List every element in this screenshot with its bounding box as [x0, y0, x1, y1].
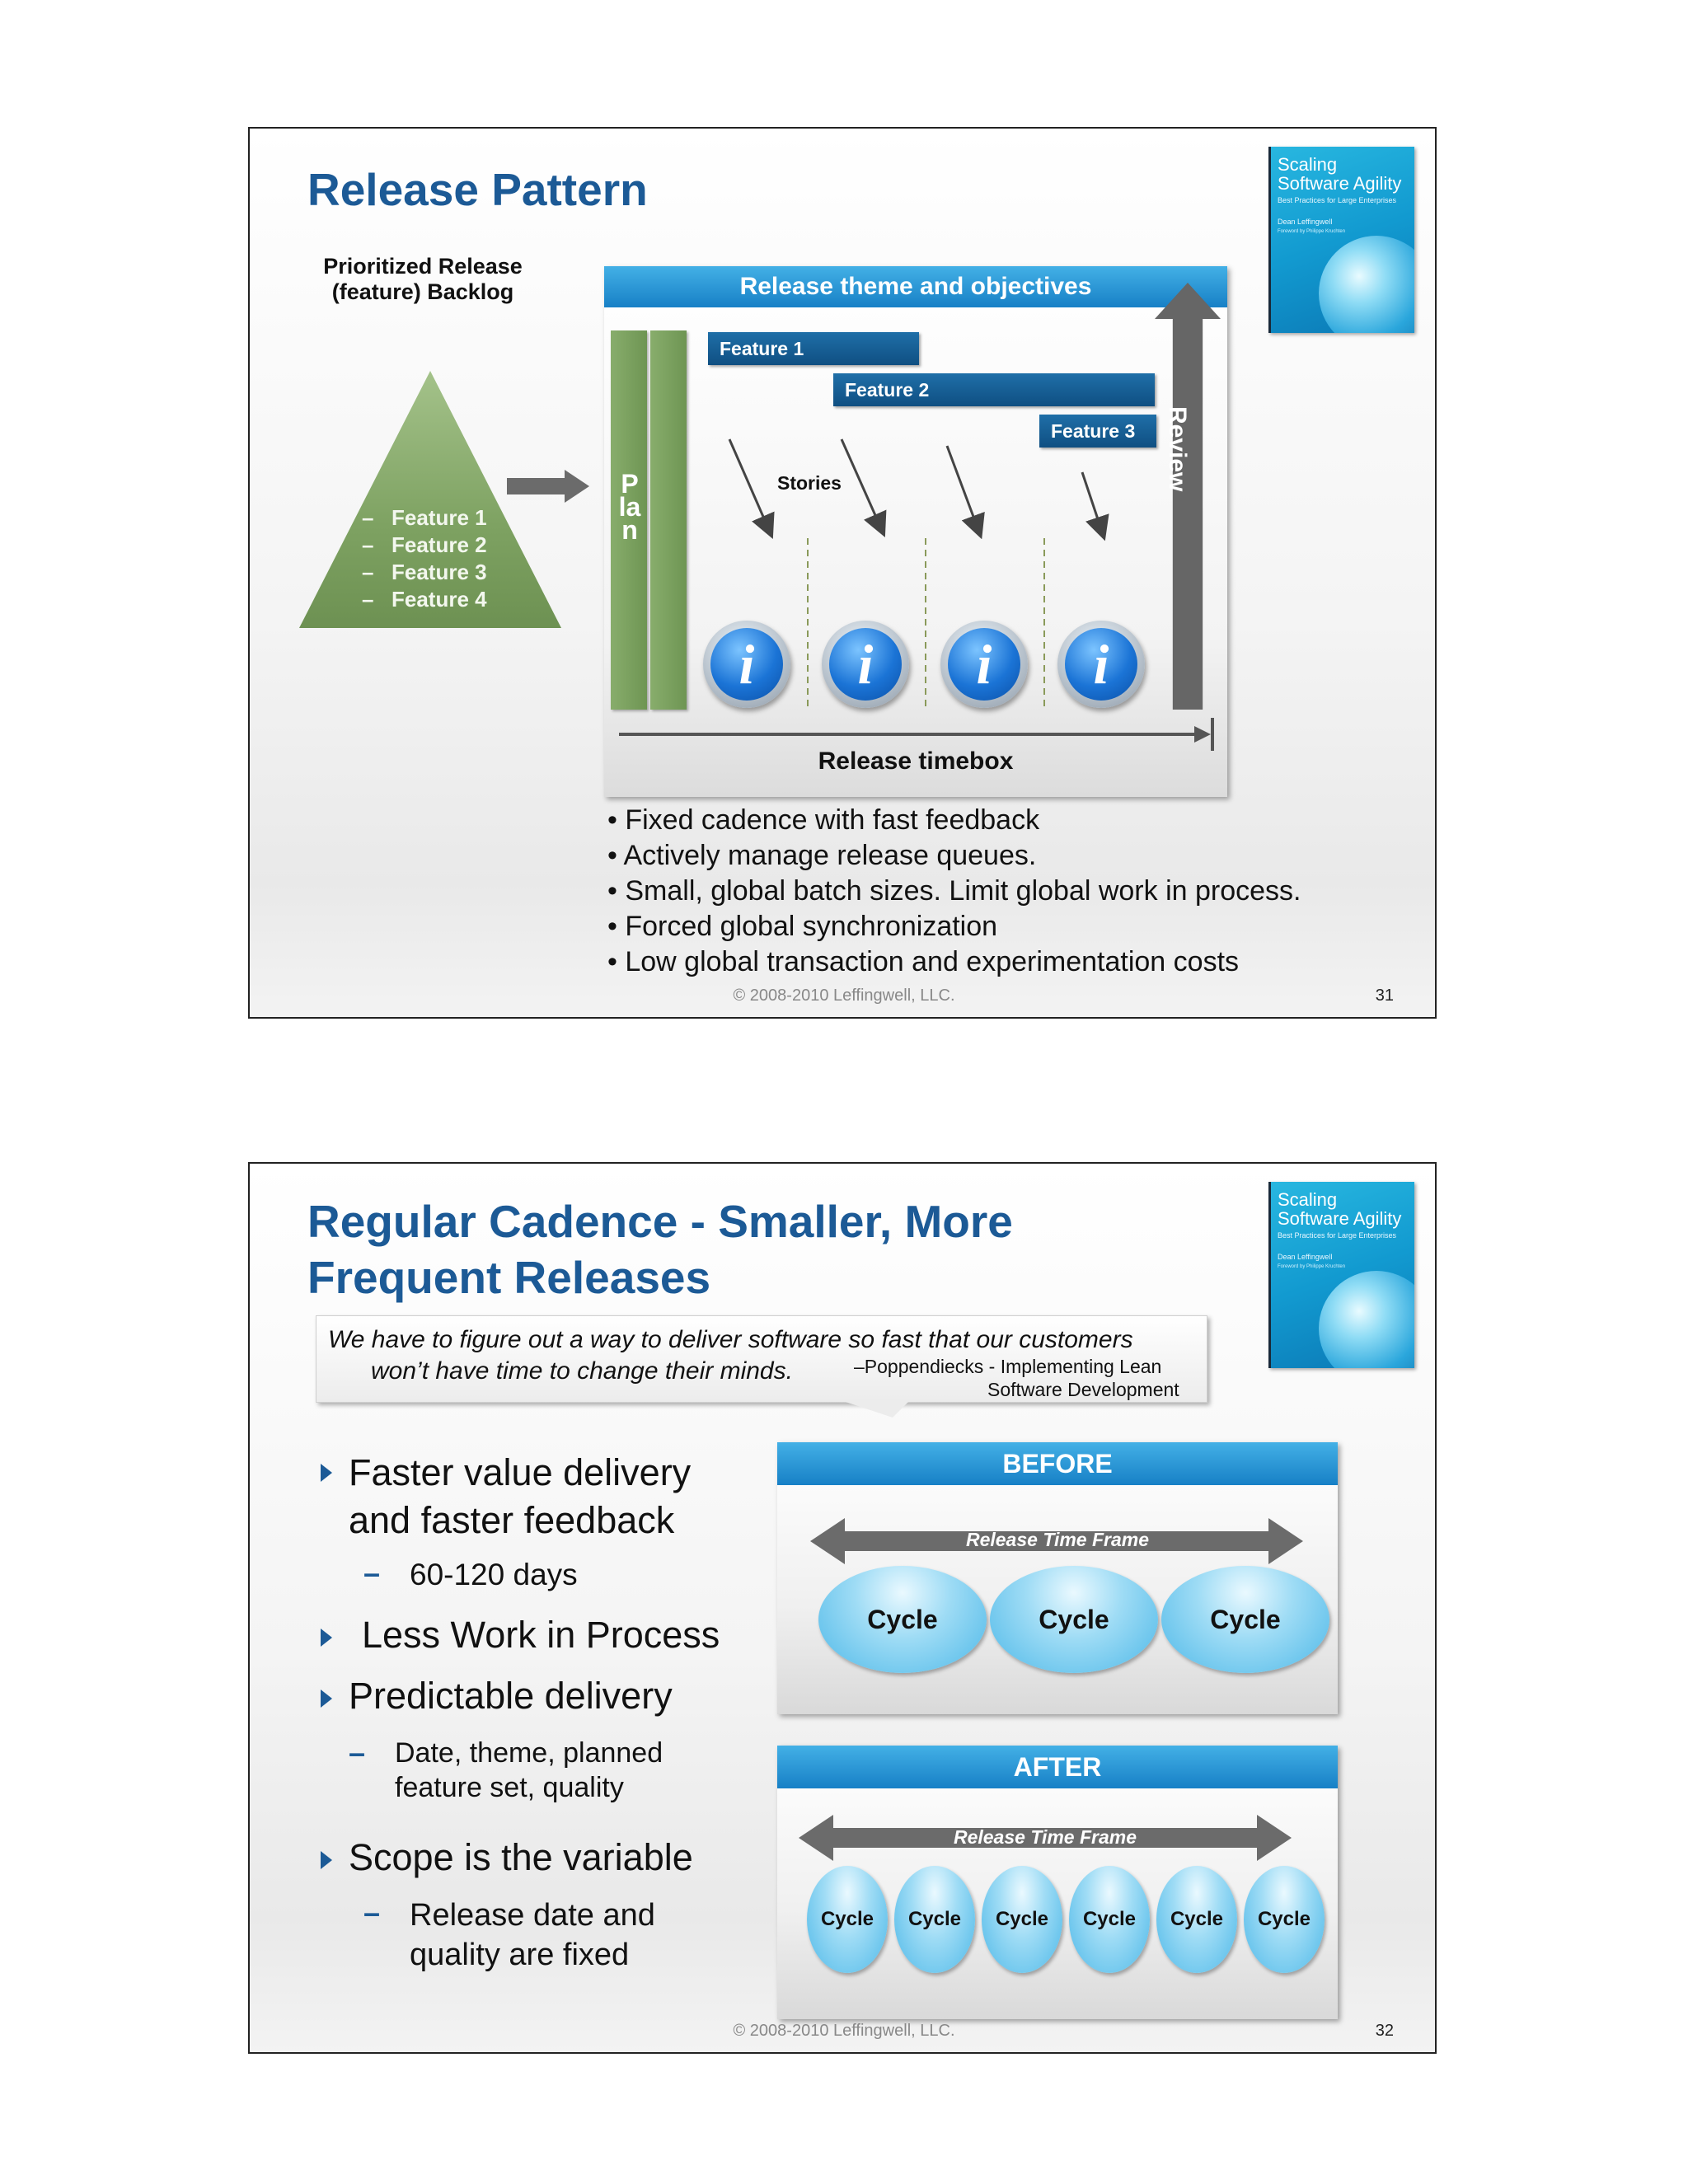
- plan-column: [611, 330, 647, 710]
- page-number: 32: [1375, 2022, 1394, 2040]
- release-theme-header: Release theme and objectives: [604, 266, 1227, 307]
- quote-tail: [843, 1401, 909, 1418]
- cycle-bubble: Cycle: [982, 1866, 1062, 1973]
- pyramid-item: –Feature 2: [362, 532, 487, 557]
- info-icon: i: [1057, 621, 1145, 708]
- bullet-item: Scope is the variable: [349, 1836, 693, 1878]
- cycle-bubble: Cycle: [818, 1566, 987, 1673]
- cycle-bubble: Cycle: [807, 1866, 888, 1973]
- pyramid-item: –Feature 3: [362, 560, 487, 584]
- before-panel: BEFORE Release Time Frame Cycle Cycle Cy…: [777, 1442, 1338, 1714]
- pyramid-feature-list: –Feature 1 –Feature 2 –Feature 3 –Featur…: [362, 504, 487, 613]
- globe-graphic: [1319, 236, 1414, 333]
- book-author: Dean Leffingwell: [1278, 1253, 1333, 1261]
- globe-graphic: [1319, 1271, 1414, 1368]
- cycle-bubble: Cycle: [894, 1866, 975, 1973]
- page-number: 31: [1375, 987, 1394, 1005]
- quote-text: We have to figure out a way to deliver s…: [328, 1326, 1133, 1353]
- release-time-frame-label: Release Time Frame: [953, 1826, 1137, 1848]
- review-up-arrow-icon: [1155, 283, 1221, 710]
- info-icon: i: [940, 621, 1028, 708]
- bullet-list: • Fixed cadence with fast feedback • Act…: [607, 803, 1301, 980]
- bullet-item: • Forced global synchronization: [607, 911, 998, 942]
- cycle-bubble: Cycle: [1156, 1866, 1237, 1973]
- release-time-frame-label: Release Time Frame: [965, 1529, 1150, 1550]
- review-label: Review: [1164, 406, 1191, 492]
- copyright-footer: © 2008-2010 Leffingwell, LLC.: [733, 2022, 955, 2040]
- story-arrow: [945, 445, 985, 540]
- bullet-triangle-icon: [321, 1690, 332, 1708]
- story-arrow: [728, 438, 775, 539]
- pyramid-item: –Feature 4: [362, 587, 487, 612]
- sub-bullet-dash: –: [363, 1896, 381, 1929]
- bullet-item: • Small, global batch sizes. Limit globa…: [607, 875, 1301, 907]
- info-icon: i: [703, 621, 790, 708]
- cycle-bubble: Cycle: [1244, 1866, 1325, 1973]
- sub-bullet-dash: –: [363, 1556, 381, 1590]
- bullet-triangle-icon: [321, 1851, 332, 1869]
- story-arrows: [619, 438, 1214, 751]
- bullet-item: Predictable delivery: [349, 1675, 673, 1717]
- bullet-item: • Fixed cadence with fast feedback: [607, 804, 1040, 836]
- double-arrow-icon: [810, 1518, 1303, 1564]
- story-arrow: [1081, 471, 1109, 541]
- slide-title: Release Pattern: [307, 164, 648, 215]
- bullet-item: • Actively manage release queues.: [607, 840, 1037, 871]
- quote-attribution: –Poppendiecks - Implementing Lean: [854, 1356, 1162, 1377]
- book-author: Dean Leffingwell: [1278, 218, 1333, 226]
- pyramid-item: –Feature 1: [362, 505, 487, 530]
- story-arrow: [840, 438, 887, 537]
- cycle-bubble: Cycle: [990, 1566, 1158, 1673]
- after-header: AFTER: [777, 1746, 1338, 1788]
- right-arrow-icon: [507, 470, 589, 503]
- release-diagram: Release theme and objectives Plan Featur…: [604, 266, 1227, 797]
- timebox-label: Release timebox: [818, 748, 1014, 775]
- copyright-footer: © 2008-2010 Leffingwell, LLC.: [733, 987, 955, 1005]
- bullet-item: Less Work in Process: [362, 1614, 720, 1656]
- feature-bar-3: Feature 3: [1039, 415, 1156, 448]
- cycle-bubble: Cycle: [1161, 1566, 1329, 1673]
- plan-label: Plan: [618, 469, 641, 545]
- stories-label: Stories: [777, 472, 842, 494]
- plan-column: [650, 330, 687, 710]
- cycle-bubble: Cycle: [1069, 1866, 1150, 1973]
- sub-bullet-dash: –: [349, 1736, 366, 1769]
- bullet-item: • Low global transaction and experimenta…: [607, 946, 1240, 977]
- feature-bar-2: Feature 2: [833, 373, 1155, 406]
- feature-bar-1: Feature 1: [708, 332, 919, 365]
- quote-text: won’t have time to change their minds.: [371, 1357, 793, 1385]
- book-foreword: Foreword by Philippe Kruchten: [1278, 1264, 1346, 1269]
- quote-attribution: Software Development: [987, 1379, 1179, 1400]
- double-arrow-icon: [799, 1815, 1292, 1861]
- backlog-label: Prioritized Release (feature) Backlog: [323, 254, 523, 304]
- before-header: BEFORE: [777, 1442, 1338, 1485]
- quote-callout: We have to figure out a way to deliver s…: [316, 1315, 1207, 1403]
- info-icon: i: [822, 621, 909, 708]
- book-subtitle: Best Practices for Large Enterprises: [1278, 1231, 1397, 1240]
- after-panel: AFTER Release Time Frame Cycle Cycle Cyc…: [777, 1746, 1338, 2019]
- book-subtitle: Best Practices for Large Enterprises: [1278, 196, 1397, 204]
- sub-bullet-item: 60-120 days: [410, 1558, 578, 1591]
- bullet-triangle-icon: [321, 1629, 332, 1647]
- book-foreword: Foreword by Philippe Kruchten: [1278, 229, 1346, 234]
- bullet-triangle-icon: [321, 1464, 332, 1482]
